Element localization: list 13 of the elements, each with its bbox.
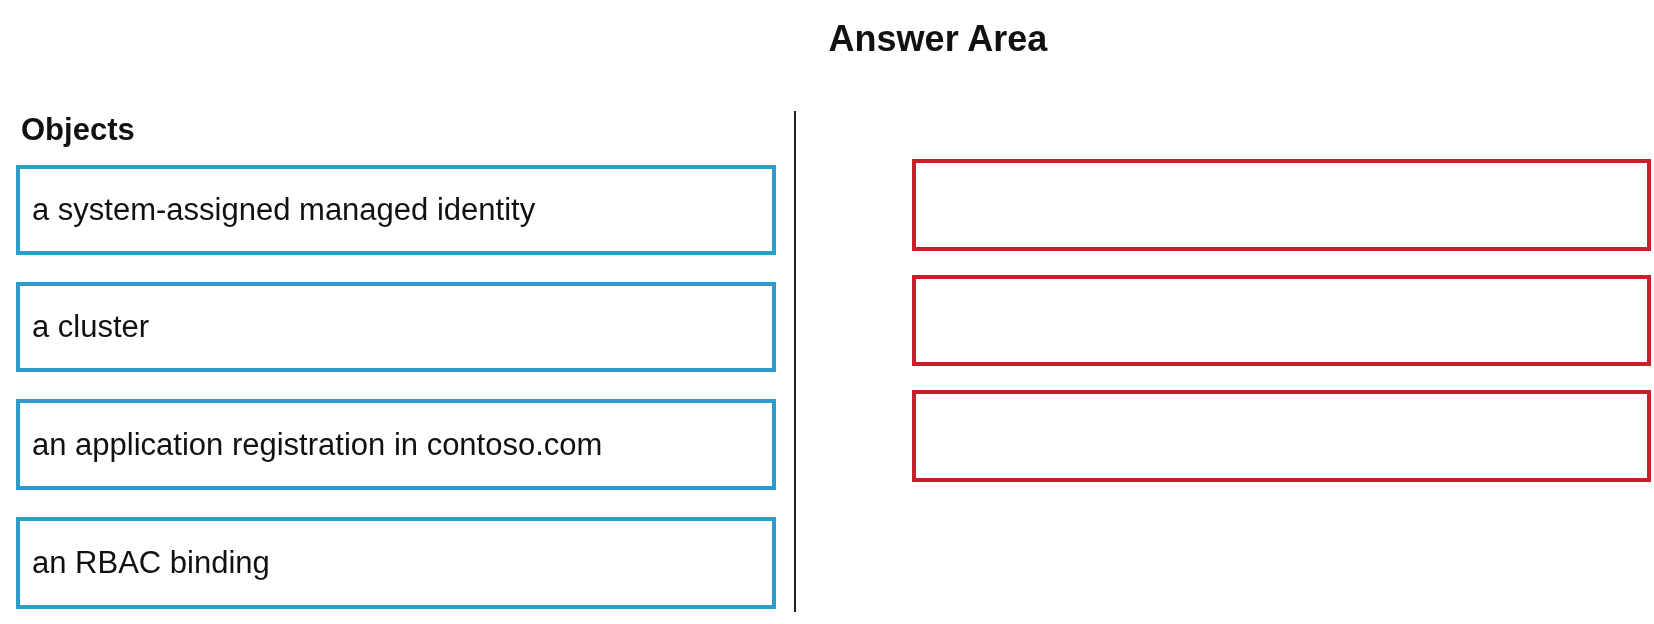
object-label: an application registration in contoso.com	[32, 426, 603, 463]
answer-slot	[912, 275, 1651, 366]
answer-area-title: Answer Area	[828, 18, 1048, 60]
answer-slot	[912, 159, 1651, 251]
object-card	[16, 517, 776, 609]
column-heading: Objects	[21, 112, 135, 148]
answer-slot	[912, 390, 1651, 482]
object-card	[16, 399, 776, 490]
object-label: a cluster	[32, 309, 150, 345]
object-label: a system-assigned managed identity	[32, 192, 536, 228]
object-label: an RBAC binding	[32, 545, 270, 581]
object-card	[16, 165, 776, 255]
object-card	[16, 282, 776, 372]
